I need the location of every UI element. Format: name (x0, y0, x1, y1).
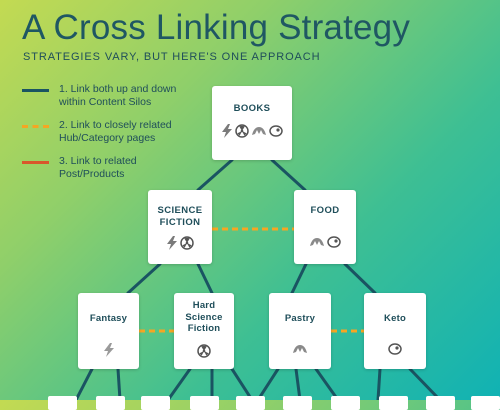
legend-text: 1. Link both up and down within Content … (59, 83, 177, 108)
link-science-fiction-to-hard-scifi (196, 262, 214, 295)
node-icons (388, 342, 402, 355)
lightning-icon (222, 123, 232, 138)
leaf-post-node (96, 396, 125, 410)
radiation-icon (197, 343, 211, 358)
node-food: FOOD (294, 190, 356, 264)
link-pastry-leaf-b (294, 367, 302, 400)
node-icons (103, 342, 115, 357)
node-icons (292, 343, 308, 355)
link-books-to-science-fiction (196, 158, 234, 192)
leaf-post-node (471, 396, 500, 410)
legend-text: 2. Link to closely related Hub/Category … (59, 119, 172, 144)
steak-icon (388, 342, 402, 355)
legend-item-post-links: 3. Link to related Post/Products (22, 155, 199, 180)
link-food-to-pastry (290, 262, 308, 295)
link-fantasy-leaf-a (74, 367, 94, 400)
legend-solid-teal-line (22, 89, 49, 92)
croissant-icon (252, 126, 266, 135)
croissant-icon (310, 237, 324, 246)
lightning-icon (103, 342, 114, 357)
steak-icon (327, 235, 341, 248)
link-keto-leaf-b (408, 367, 442, 400)
legend-item-hub-links: 2. Link to closely related Hub/Category … (22, 119, 199, 144)
node-icons (221, 123, 283, 138)
link-books-to-food (270, 158, 307, 192)
node-keto: Keto (364, 293, 426, 369)
legend-item-silo-links: 1. Link both up and down within Content … (22, 83, 199, 108)
radiation-icon (235, 123, 249, 138)
node-label: Hard Science Fiction (185, 300, 223, 334)
leaf-post-node (283, 396, 312, 410)
node-hard-science-fiction: Hard Science Fiction (174, 293, 234, 369)
node-label: FOOD (310, 205, 340, 216)
tree-connectors (74, 158, 442, 400)
node-science-fiction: SCIENCE FICTION (148, 190, 212, 264)
node-icons (166, 236, 194, 250)
leaf-post-node (236, 396, 265, 410)
node-icons (309, 235, 341, 248)
leaf-post-node (379, 396, 408, 410)
legend-text: 3. Link to related Post/Products (59, 155, 137, 180)
node-books: BOOKS (212, 86, 292, 160)
node-label: SCIENCE FICTION (157, 205, 203, 228)
link-science-fiction-to-fantasy (126, 262, 162, 295)
link-hard-scifi-leaf-c (230, 367, 254, 400)
link-hard-scifi-leaf-a (166, 367, 192, 400)
leaf-post-node (141, 396, 170, 410)
node-label: BOOKS (233, 103, 271, 114)
croissant-icon (293, 344, 307, 353)
legend-solid-red-line (22, 161, 49, 164)
node-icons (197, 343, 211, 358)
node-label: Fantasy (89, 313, 128, 324)
node-pastry: Pastry (269, 293, 331, 369)
page-subtitle: STRATEGIES VARY, BUT HERE'S ONE APPROACH (23, 51, 321, 63)
radiation-icon (180, 236, 194, 250)
steak-icon (269, 124, 283, 137)
link-pastry-leaf-c (314, 367, 340, 400)
link-keto-leaf-a (376, 367, 382, 400)
legend-dashed-orange-line (22, 125, 49, 128)
lightning-icon (167, 236, 177, 250)
node-label: Keto (384, 313, 406, 324)
link-fantasy-leaf-b (116, 367, 122, 400)
leaf-post-node (48, 396, 77, 410)
node-label: Pastry (284, 313, 316, 324)
node-fantasy: Fantasy (78, 293, 139, 369)
link-food-to-keto (343, 262, 377, 295)
leaf-post-node (331, 396, 360, 410)
link-pastry-leaf-a (256, 367, 280, 400)
page-title: A Cross Linking Strategy (22, 8, 411, 47)
leaf-post-node (426, 396, 455, 410)
leaf-post-node (190, 396, 219, 410)
